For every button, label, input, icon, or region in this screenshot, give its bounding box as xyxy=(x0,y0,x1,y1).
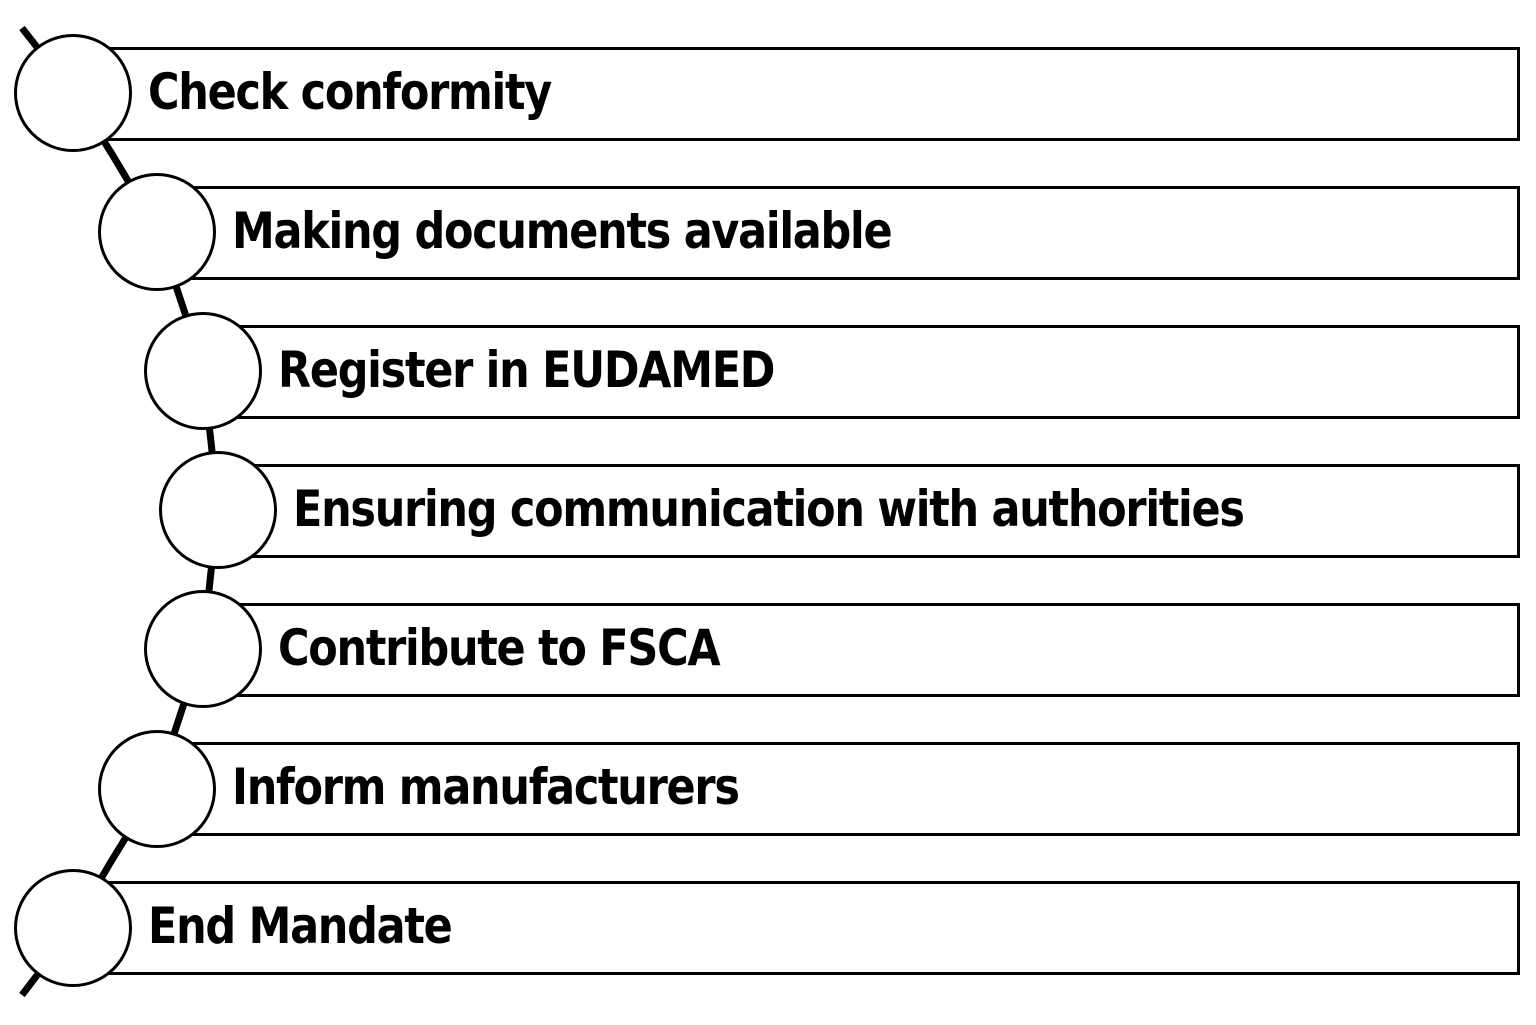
step-label-2: Making documents available xyxy=(232,202,893,260)
step-circle-icon-1 xyxy=(14,34,132,152)
step-box-2 xyxy=(167,186,1520,280)
step-box-7 xyxy=(83,881,1520,975)
step-circle-icon-2 xyxy=(98,173,216,291)
step-circle-icon-4 xyxy=(159,451,277,569)
step-label-1: Check conformity xyxy=(148,63,552,121)
step-circle-icon-5 xyxy=(144,590,262,708)
step-label-3: Register in EUDAMED xyxy=(278,341,776,399)
step-label-7: End Mandate xyxy=(148,897,453,955)
step-circle-icon-6 xyxy=(98,730,216,848)
step-circle-icon-3 xyxy=(144,312,262,430)
step-label-6: Inform manufacturers xyxy=(232,758,740,816)
step-label-4: Ensuring communication with authorities xyxy=(293,480,1245,538)
step-label-5: Contribute to FSCA xyxy=(278,619,721,677)
step-circle-icon-7 xyxy=(14,869,132,987)
step-box-6 xyxy=(167,742,1520,836)
step-box-3 xyxy=(213,325,1520,419)
step-box-4 xyxy=(228,464,1520,558)
step-box-5 xyxy=(213,603,1520,697)
